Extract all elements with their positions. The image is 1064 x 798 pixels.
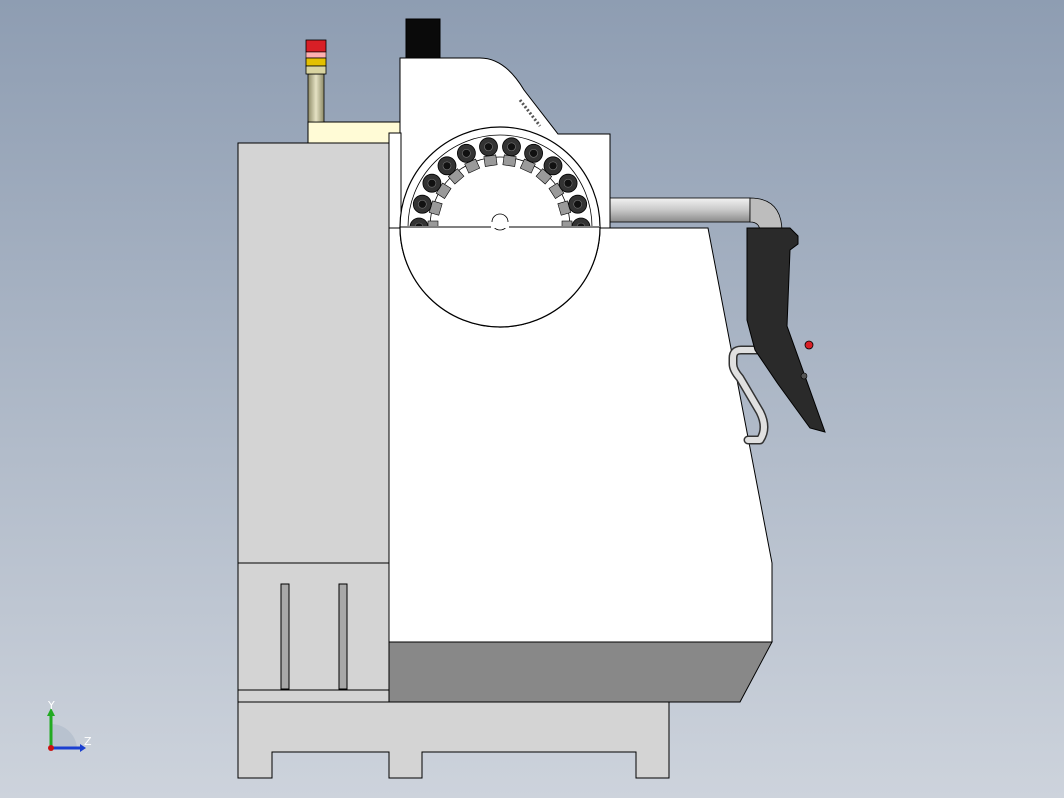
z-axis-label: Z [84, 735, 92, 748]
stack-light [305, 39, 327, 123]
operator-control-pendant[interactable] [728, 227, 826, 445]
tool-pocket [519, 143, 543, 174]
tool-pocket [479, 137, 498, 167]
tool-pocket [456, 143, 481, 174]
tool-pocket [502, 137, 521, 167]
coordinate-triad: Y Z [47, 699, 92, 752]
vent-slot [338, 583, 348, 690]
emergency-stop-button[interactable] [804, 340, 814, 350]
y-axis-label: Y [47, 699, 55, 712]
top-cover-strip [307, 121, 401, 144]
tool-pocket [437, 156, 465, 185]
tool-pocket [422, 173, 452, 199]
head-label-strip [518, 99, 542, 127]
tool-pocket [548, 173, 578, 199]
spindle-motor [405, 18, 441, 60]
tool-pocket [535, 156, 563, 185]
side-enclosure-panel[interactable] [237, 142, 390, 703]
tool-magazine [399, 126, 601, 328]
vent-slot [280, 583, 290, 690]
tool-pocket [412, 194, 443, 216]
tool-pocket [557, 194, 588, 216]
pendant-dial[interactable] [800, 372, 808, 380]
